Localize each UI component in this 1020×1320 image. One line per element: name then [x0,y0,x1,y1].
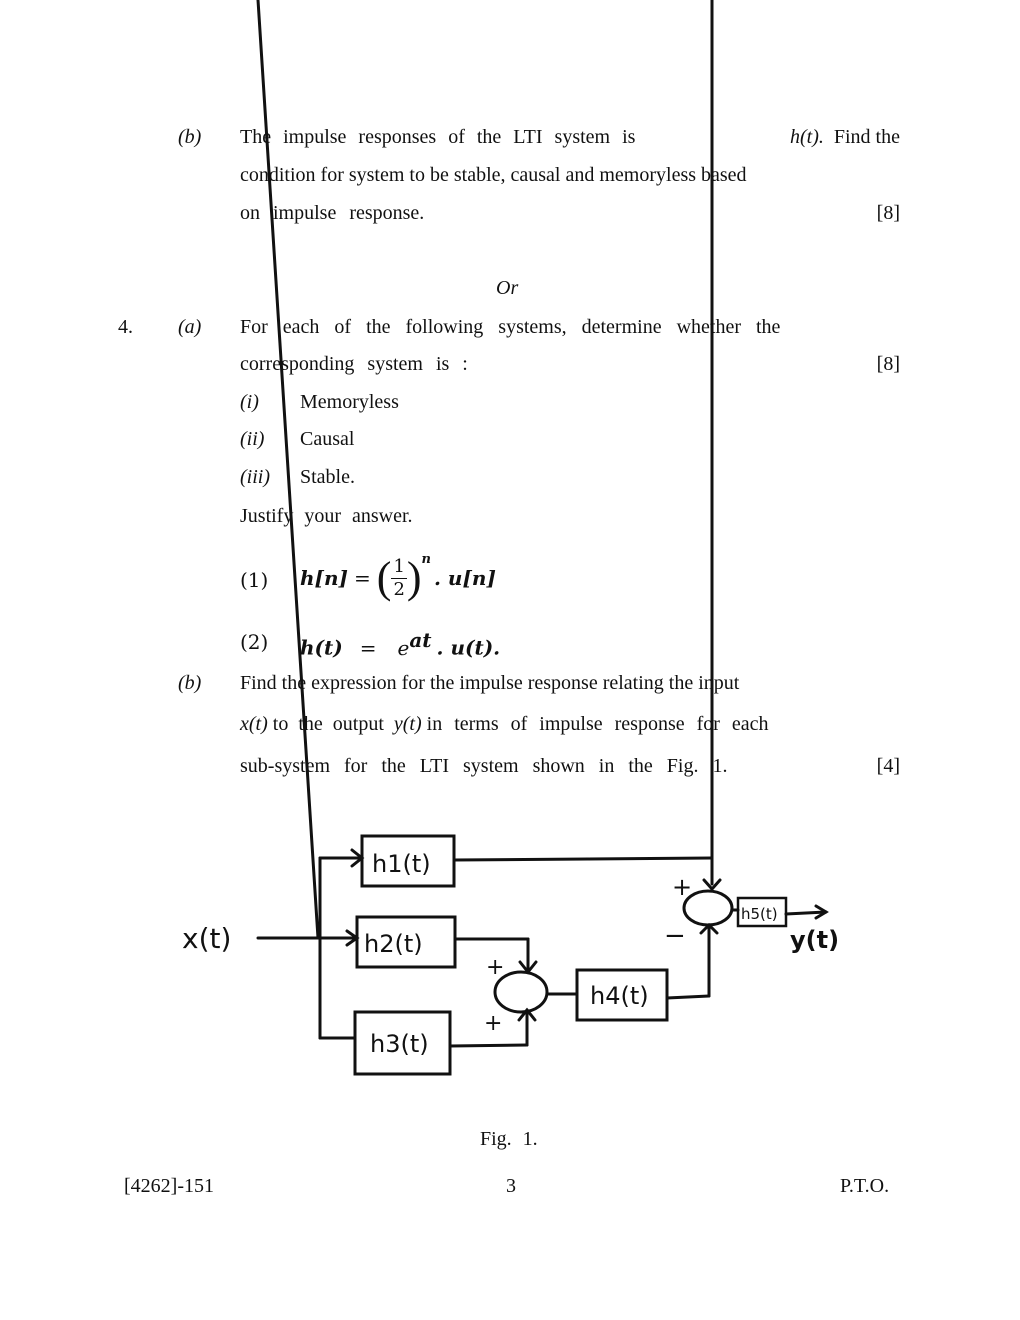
q4b-line-1: Find the expression for the impulse resp… [240,672,740,694]
q4a-line-1: For each of the following systems, deter… [240,316,781,338]
block-h3 [353,1010,452,1076]
sign-sum2-top: + [672,873,692,901]
output-label: y(t) [790,926,839,954]
equation-2: h(t) = eat . u(t). [300,628,501,660]
q3b-label: (b) [178,126,202,148]
eq2-number: (2) [240,630,269,654]
item-memoryless: Memoryless [300,391,399,413]
eq1-number: (1) [240,568,269,592]
q4a-label: (a) [178,316,202,338]
sign-sum1-bottom: + [484,1011,502,1036]
label-h2: h2(t) [364,930,423,958]
sign-sum2-bottom: − [664,921,686,951]
block-h5 [736,896,788,928]
q4b-line-2: x(t) to the output y(t) in terms of impu… [240,713,769,735]
item-num-1: (i) [240,391,259,413]
summer-1 [493,970,549,1014]
justify-text: Justify your answer. [240,505,413,527]
item-stable: Stable. [300,466,355,488]
sign-sum1-top: + [486,955,504,980]
q3b-line-2: condition for system to be stable, causa… [240,164,747,186]
pto-text: P.T.O. [840,1175,890,1197]
item-causal: Causal [300,428,355,450]
q4-number: 4. [118,316,133,338]
q4b-label: (b) [178,672,202,694]
block-h2 [355,915,457,969]
q3b-marks: [8] [876,202,900,224]
q4a-marks: [8] [876,353,900,375]
page-number: 3 [506,1175,516,1197]
figure-caption: Fig. 1. [480,1128,538,1150]
input-label: x(t) [182,922,231,955]
label-h3: h3(t) [370,1030,429,1058]
q3b-line-1: The impulse responses of the LTI system … [240,126,900,148]
q4b-marks: [4] [876,755,900,777]
label-h1: h1(t) [372,850,431,878]
q4a-line-2: corresponding system is : [8] [240,353,900,375]
q3b-line-3: on impulse response. [8] [240,202,900,224]
q4b-line-3: sub-system for the LTI system shown in t… [240,755,900,777]
label-h5: h5(t) [741,905,778,923]
paper-code: [4262]-151 [124,1175,214,1197]
item-num-3: (iii) [240,466,270,488]
or-separator: Or [496,277,519,299]
item-num-2: (ii) [240,428,265,450]
label-h4: h4(t) [590,982,649,1010]
